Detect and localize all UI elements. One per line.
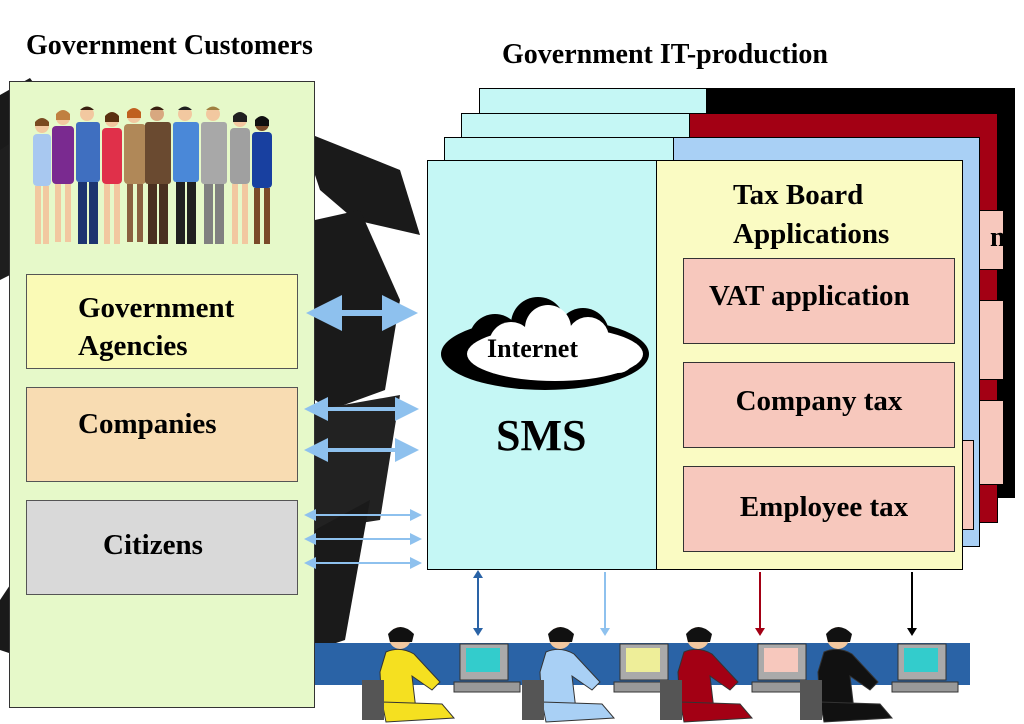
- citizens-box[interactable]: Citizens: [26, 500, 298, 595]
- red-layer-box-2: [978, 300, 1004, 380]
- worker-red-icon: [660, 627, 819, 723]
- worker-blue-icon: [522, 627, 681, 723]
- agencies-label: Government Agencies: [78, 292, 235, 362]
- agencies-box[interactable]: Government Agencies: [26, 274, 298, 369]
- people-group-icon: [33, 106, 272, 244]
- app-company-tax[interactable]: Company tax: [683, 362, 955, 448]
- hidden-letter: n: [990, 222, 1006, 253]
- app-company-tax-label: Company tax: [735, 384, 903, 417]
- worker-yellow-icon: [362, 627, 521, 723]
- connection-arrows: [304, 295, 422, 569]
- companies-box[interactable]: Companies: [26, 387, 298, 482]
- app-vat-label: VAT application: [709, 279, 910, 312]
- internet-cloud-icon: [441, 297, 649, 390]
- customers-title: Government Customers: [26, 30, 313, 61]
- companies-label: Companies: [78, 408, 217, 440]
- citizens-label: Citizens: [103, 529, 203, 561]
- red-layer-box-1: [978, 210, 1004, 270]
- sms-label: SMS: [496, 411, 587, 460]
- red-layer-box-3: [978, 400, 1004, 485]
- app-employee-tax[interactable]: Employee tax: [683, 466, 955, 552]
- worker-black-icon: [800, 627, 959, 723]
- internet-label: Internet: [487, 334, 578, 363]
- vertical-connectors: [473, 570, 917, 636]
- app-vat[interactable]: VAT application: [683, 258, 955, 344]
- production-title: Government IT-production: [502, 39, 828, 70]
- app-employee-tax-label: Employee tax: [739, 490, 909, 523]
- tax-board-title: Tax Board Applications: [733, 179, 890, 250]
